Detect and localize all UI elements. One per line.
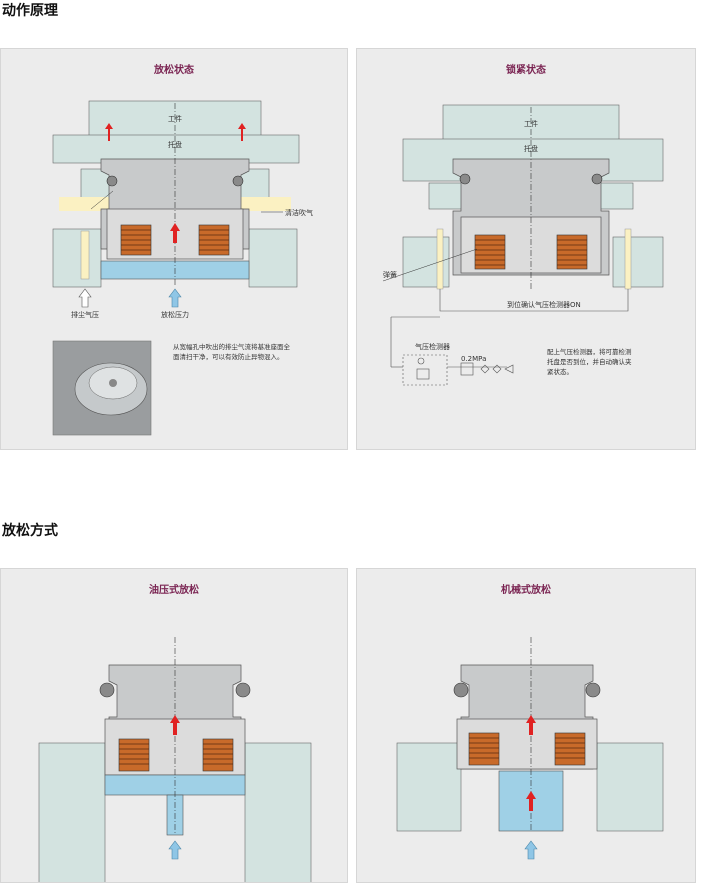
label-air-clean: 清洁吹气 — [285, 208, 313, 217]
base-block-left — [52, 228, 102, 288]
arrow-up-right — [238, 123, 246, 141]
arrow-up-center — [170, 223, 180, 243]
label-seat-check: 到位确认气压检测器ON — [507, 300, 581, 309]
panel-clamp-state: 锁紧状态 工件 托盘 弹簧 到位确 — [356, 48, 696, 450]
clamp-diagram: 工件 托盘 弹簧 到位确认气压检测器ON — [382, 104, 664, 386]
arrow-hydraulic-input — [168, 840, 182, 860]
arrow-release-pressure — [168, 288, 182, 308]
section-title-principle: 动作原理 — [2, 3, 58, 19]
section-title-release-methods: 放松方式 — [2, 523, 58, 539]
label-spring: 弹簧 — [383, 270, 397, 279]
arrow-dust-air — [78, 288, 92, 308]
arrow-up-left — [105, 123, 113, 141]
mechanical-diagram — [396, 637, 664, 860]
panel-hydraulic-release: 油压式放松 — [0, 568, 348, 883]
label-pressure: 0.2MPa — [461, 355, 486, 363]
panel-title-hydraulic: 油压式放松 — [149, 585, 199, 596]
panel-title-mechanical: 机械式放松 — [501, 585, 551, 596]
panel-mechanical-release: 机械式放松 — [356, 568, 696, 883]
panel-title-release: 放松状态 — [154, 65, 194, 76]
label-air-sensor: 气压检测器 — [415, 342, 450, 351]
panel-title-clamp: 锁紧状态 — [506, 65, 546, 76]
release-diagram: 工件 托盘 — [52, 100, 313, 436]
panel-release-state: 放松状态 工件 托盘 — [0, 48, 348, 450]
clamp-description: 配上气压检测器，将可靠检测托盘是否到位，并自动确认夹紧状态。 — [547, 348, 632, 376]
pallet-block — [52, 134, 300, 164]
hydraulic-diagram — [38, 637, 312, 882]
arrow-mechanical-input — [524, 840, 538, 860]
release-description: 从宽幅孔中吹出的排尘气流将基准座面全面清扫干净，可以有效防止异物混入。 — [173, 343, 290, 361]
base-block-right — [248, 228, 298, 288]
label-release-pressure: 放松压力 — [161, 310, 189, 319]
label-dust-air: 排尘气压 — [71, 310, 99, 319]
